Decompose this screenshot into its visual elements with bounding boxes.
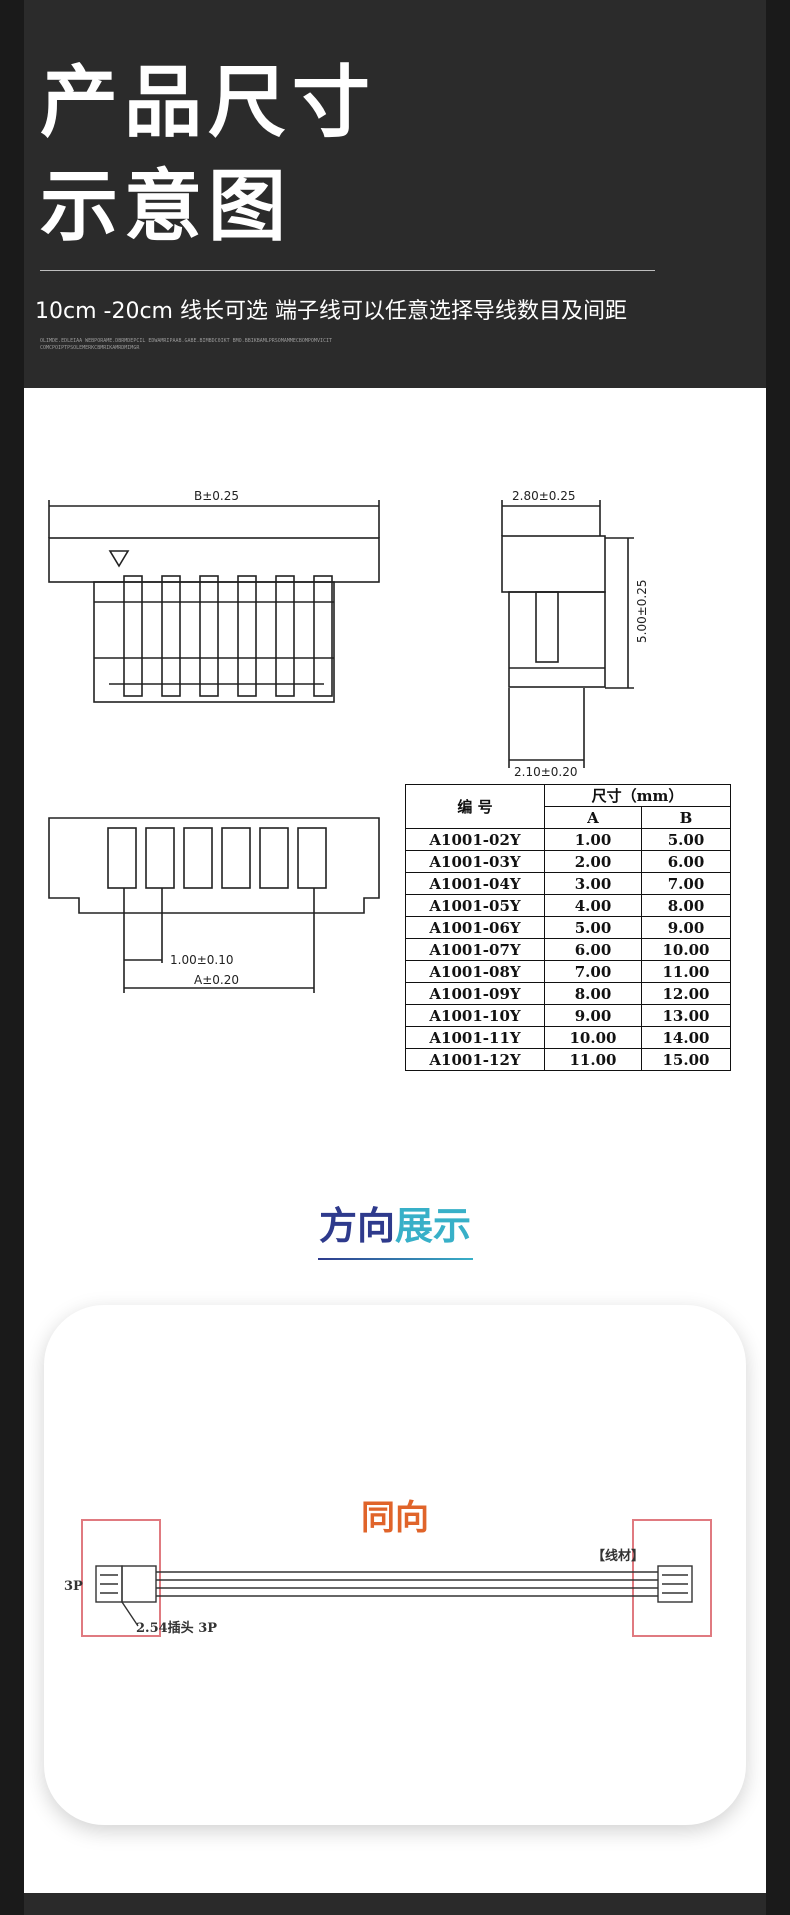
bottom-contacts <box>107 827 327 889</box>
title-underline <box>318 1258 473 1260</box>
right-connector <box>657 1565 693 1603</box>
cell-a: 8.00 <box>544 982 642 1005</box>
connector-label: 2.54插头 3P <box>136 1620 217 1636</box>
direction-title-b: 展示 <box>395 1204 472 1248</box>
bottom-body <box>48 817 380 914</box>
dim-b-label: B±0.25 <box>194 489 239 503</box>
page-title-line1: 产品尺寸 <box>40 58 377 148</box>
dim-210-label: 2.10±0.20 <box>514 765 578 779</box>
cell-a: 1.00 <box>544 828 642 851</box>
technical-drawing: B±0.25 2.80±0.25 5.00±0.25 2.10±0.20 1.0… <box>48 489 649 993</box>
cell-part: A1001-03Y <box>405 850 545 873</box>
direction-title-a: 方向 <box>318 1204 395 1248</box>
cell-part: A1001-07Y <box>405 938 545 961</box>
dim-500-label: 5.00±0.25 <box>635 580 649 644</box>
cell-a: 5.00 <box>544 916 642 939</box>
cell-part: A1001-09Y <box>405 982 545 1005</box>
cell-part: A1001-02Y <box>405 828 545 851</box>
dim-280-label: 2.80±0.25 <box>512 489 576 503</box>
front-slots <box>123 575 333 697</box>
col-size-header: 尺寸（mm） <box>544 784 731 807</box>
cell-a: 11.00 <box>544 1048 642 1071</box>
direction-section-title: 方向展示 <box>0 1195 790 1250</box>
cell-b: 14.00 <box>641 1026 731 1049</box>
title-divider <box>40 270 655 271</box>
right-highlight-box <box>632 1519 712 1637</box>
front-body <box>93 581 335 703</box>
pin-count-label: 3P <box>64 1579 83 1594</box>
cell-b: 15.00 <box>641 1048 731 1071</box>
hero-banner: 产品尺寸 示意图 10cm -20cm 线长可选 端子线可以任意选择导线数目及间… <box>0 0 790 388</box>
cell-b: 13.00 <box>641 1004 731 1027</box>
cell-a: 6.00 <box>544 938 642 961</box>
dim-a-label: A±0.20 <box>194 973 239 987</box>
page-subtitle: 10cm -20cm 线长可选 端子线可以任意选择导线数目及间距 <box>35 299 627 324</box>
same-direction-label: 同向 <box>361 1498 429 1538</box>
left-highlight-box <box>81 1519 161 1637</box>
fine-print: OLIMDE.EDLEIAA WEBPORAME.DBRMDEPCIL EDWA… <box>40 338 332 351</box>
wire-label: 【线材】 <box>592 1548 644 1564</box>
dim-100-label: 1.00±0.10 <box>170 953 234 967</box>
cell-b: 12.00 <box>641 982 731 1005</box>
cell-part: A1001-10Y <box>405 1004 545 1027</box>
pin1-marker <box>108 550 130 568</box>
cell-part: A1001-12Y <box>405 1048 545 1071</box>
page-title-line2: 示意图 <box>40 162 293 252</box>
